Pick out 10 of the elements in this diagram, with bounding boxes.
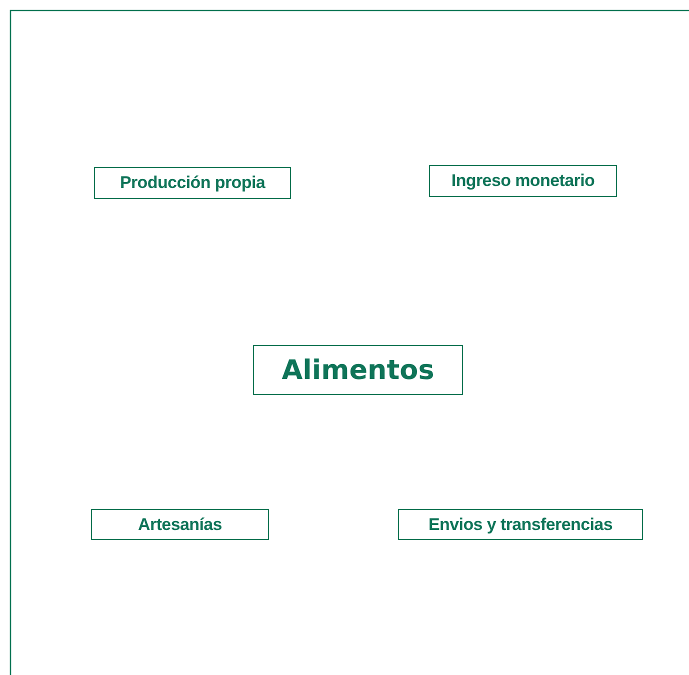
label-box <box>398 509 643 540</box>
box-label: Ingreso monetario <box>451 171 595 191</box>
box-label: Envios y transferencias <box>428 514 612 534</box>
label-box <box>91 509 269 540</box>
label-box <box>253 345 463 395</box>
label-box <box>429 165 617 197</box>
label-box <box>94 167 291 199</box>
box-label: Artesanías <box>138 514 222 534</box>
box-label: Producción propia <box>120 173 266 193</box>
box-label: Alimentos <box>282 354 434 386</box>
